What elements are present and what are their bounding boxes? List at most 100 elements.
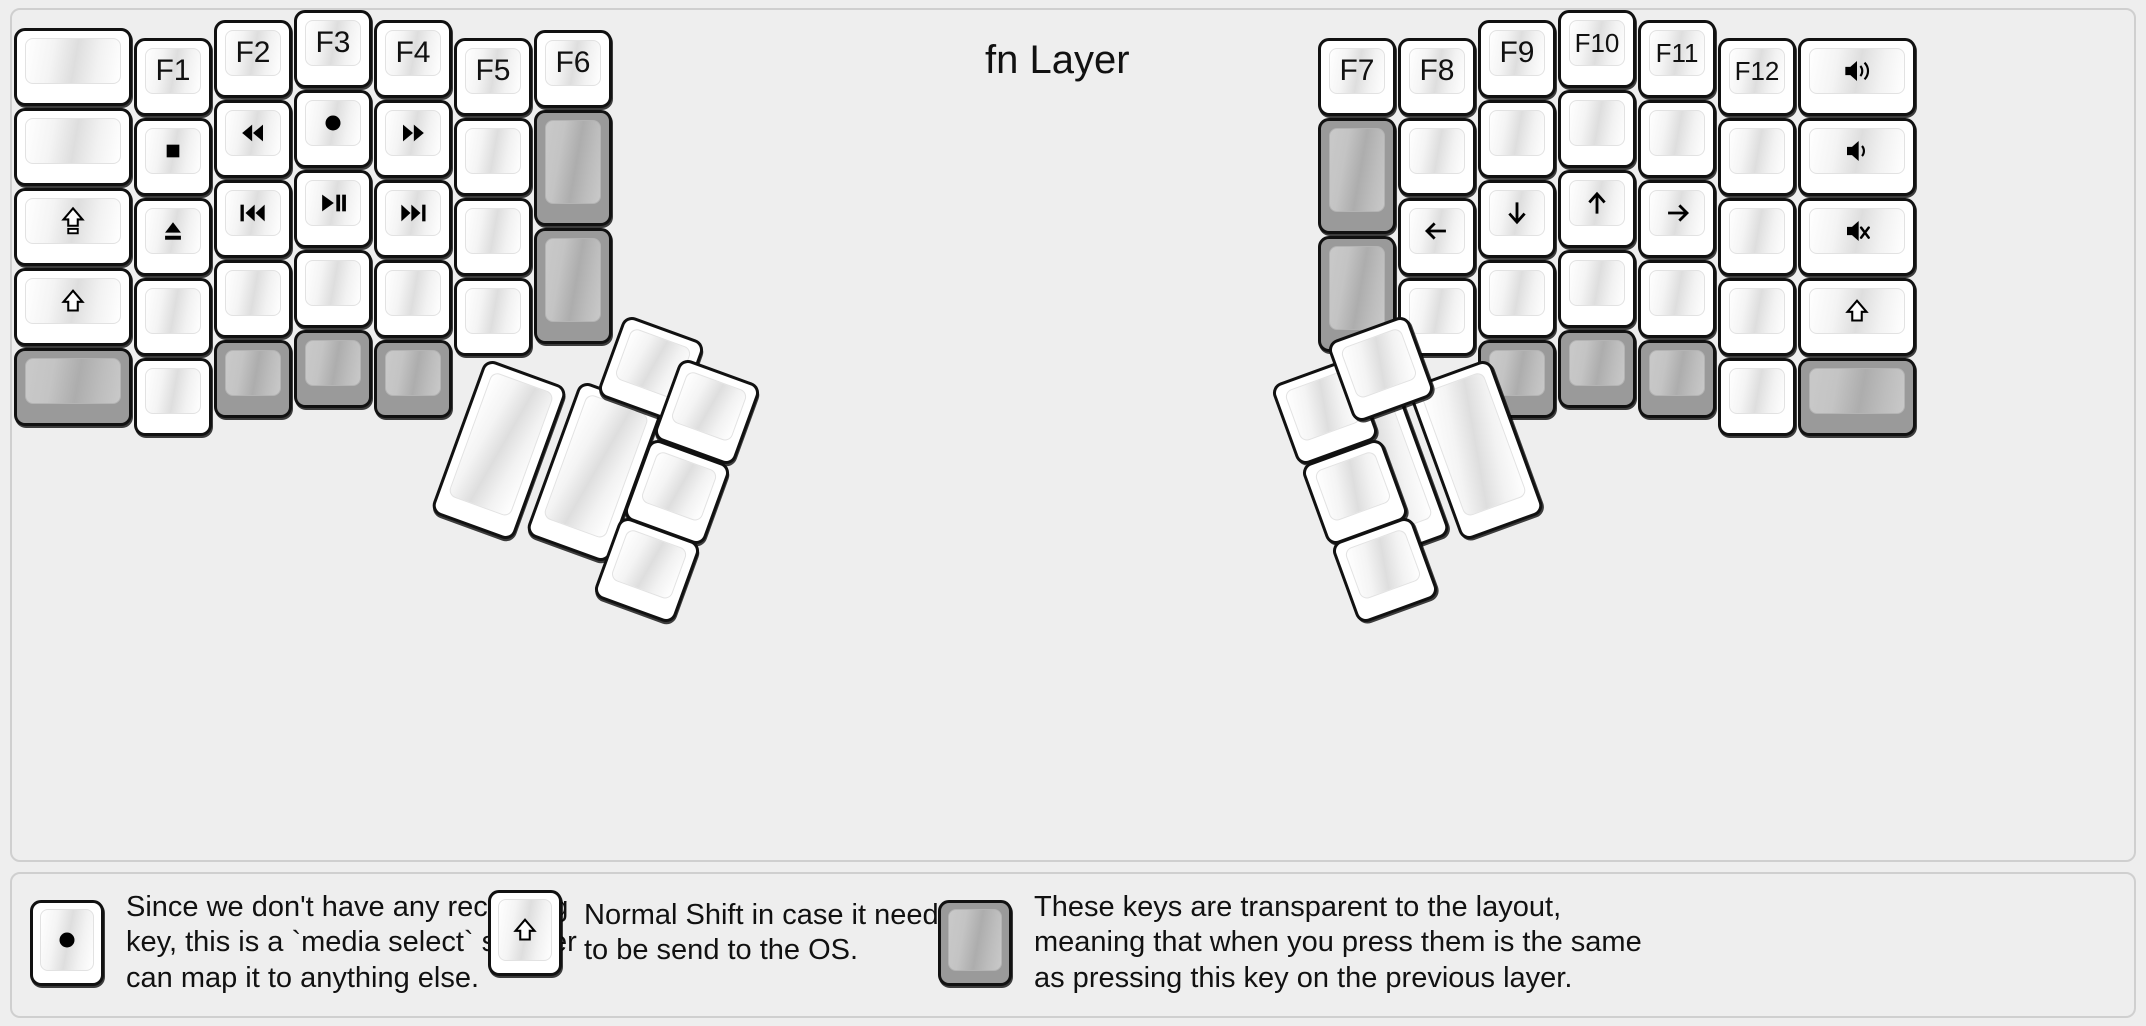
key-cap bbox=[25, 278, 121, 324]
key-right-col-outer-right-1-3[interactable] bbox=[1718, 278, 1796, 356]
key-left-col-pinky-2[interactable] bbox=[134, 198, 212, 276]
caps-lock-icon bbox=[54, 202, 92, 240]
key-cap: F11 bbox=[1649, 30, 1705, 76]
key-left-col-innermost-0[interactable]: F6 bbox=[534, 30, 612, 108]
key-right-col-middle-right-3[interactable] bbox=[1478, 260, 1556, 338]
legend-shift-text: Normal Shift in case it needs to be send… bbox=[584, 898, 954, 966]
arrow-up-icon bbox=[1577, 183, 1617, 223]
legend-shift: Normal Shift in case it needs to be send… bbox=[488, 890, 953, 976]
key-label: F1 bbox=[155, 54, 191, 87]
key-right-col-outer-right-2-3[interactable] bbox=[1798, 278, 1916, 356]
legend-transparent-key bbox=[938, 900, 1012, 987]
key-cap bbox=[225, 270, 281, 316]
key-right-col-ring-right-0[interactable]: F10 bbox=[1558, 10, 1636, 88]
key-left-col-inner-1[interactable] bbox=[454, 118, 532, 196]
key-left-col-pinky-4[interactable] bbox=[134, 358, 212, 436]
key-left-col-pinky-1[interactable] bbox=[134, 118, 212, 196]
key-cap bbox=[305, 180, 361, 226]
key-cap bbox=[1489, 270, 1545, 316]
key-left-col-middle-2[interactable] bbox=[294, 170, 372, 248]
key-left-col-middle-3[interactable] bbox=[294, 250, 372, 328]
key-right-col-middle-right-0[interactable]: F9 bbox=[1478, 20, 1556, 98]
key-right-col-outer-right-2-0[interactable] bbox=[1798, 38, 1916, 116]
key-right-col-pinky-right-3[interactable] bbox=[1638, 260, 1716, 338]
key-right-col-pinky-right-1[interactable] bbox=[1638, 100, 1716, 178]
key-right-col-outer-right-1-2[interactable] bbox=[1718, 198, 1796, 276]
key-right-col-ring-right-2[interactable] bbox=[1558, 170, 1636, 248]
key-right-col-pinky-right-4[interactable] bbox=[1638, 340, 1716, 418]
volume-down-icon bbox=[1837, 131, 1877, 171]
key-cap bbox=[1729, 368, 1785, 414]
key-cap: F3 bbox=[305, 20, 361, 66]
key-right-col-inner-right-0[interactable]: F7 bbox=[1318, 38, 1396, 116]
key-right-col-outer-right-2-2[interactable] bbox=[1798, 198, 1916, 276]
key-left-col-index-1[interactable] bbox=[374, 100, 452, 178]
key-label: F3 bbox=[315, 26, 351, 59]
key-left-col-outer-left-1[interactable] bbox=[14, 108, 132, 186]
key-left-col-index-2[interactable] bbox=[374, 180, 452, 258]
key-left-col-outer-left-3[interactable] bbox=[14, 268, 132, 346]
key-cap: F5 bbox=[465, 48, 521, 94]
shift-icon bbox=[54, 282, 92, 320]
key-left-col-middle-0[interactable]: F3 bbox=[294, 10, 372, 88]
key-cap bbox=[25, 358, 121, 404]
key-left-col-ring-3[interactable] bbox=[214, 260, 292, 338]
key-cap bbox=[385, 110, 441, 156]
arrow-down-icon bbox=[1497, 193, 1537, 233]
key-cap bbox=[1809, 368, 1905, 414]
key-cap bbox=[305, 340, 361, 386]
key-right-col-ring-right-1[interactable] bbox=[1558, 90, 1636, 168]
key-cap bbox=[385, 350, 441, 396]
key-left-col-middle-4[interactable] bbox=[294, 330, 372, 408]
legend-transparent: These keys are transparent to the layout… bbox=[938, 890, 1642, 996]
rewind-icon bbox=[233, 113, 273, 153]
key-cap bbox=[1329, 246, 1385, 330]
key-right-col-pinky-right-2[interactable] bbox=[1638, 180, 1716, 258]
key-left-col-pinky-0[interactable]: F1 bbox=[134, 38, 212, 116]
key-cap: F6 bbox=[545, 40, 601, 86]
key-left-col-innermost-2[interactable] bbox=[534, 228, 612, 344]
key-left-col-inner-2[interactable] bbox=[454, 198, 532, 276]
key-cap bbox=[1569, 180, 1625, 226]
key-right-col-middle-right-2[interactable] bbox=[1478, 180, 1556, 258]
key-right-col-outer-right-1-1[interactable] bbox=[1718, 118, 1796, 196]
key-right-col-middle-right-1[interactable] bbox=[1478, 100, 1556, 178]
key-left-col-ring-2[interactable] bbox=[214, 180, 292, 258]
key-right-col-index-right-0[interactable]: F8 bbox=[1398, 38, 1476, 116]
key-left-col-index-0[interactable]: F4 bbox=[374, 20, 452, 98]
next-track-icon bbox=[393, 193, 433, 233]
key-left-col-outer-left-0[interactable] bbox=[14, 28, 132, 106]
key-left-col-middle-1[interactable] bbox=[294, 90, 372, 168]
key-right-col-inner-right-1[interactable] bbox=[1318, 118, 1396, 234]
key-cap bbox=[1409, 288, 1465, 334]
page-title: fn Layer bbox=[985, 38, 1130, 82]
key-left-col-innermost-1[interactable] bbox=[534, 110, 612, 226]
key-left-col-inner-3[interactable] bbox=[454, 278, 532, 356]
key-left-col-inner-0[interactable]: F5 bbox=[454, 38, 532, 116]
key-right-col-outer-right-1-4[interactable] bbox=[1718, 358, 1796, 436]
key-left-col-pinky-3[interactable] bbox=[134, 278, 212, 356]
key-cap bbox=[25, 198, 121, 244]
key-left-col-outer-left-2[interactable] bbox=[14, 188, 132, 266]
key-right-col-pinky-right-0[interactable]: F11 bbox=[1638, 20, 1716, 98]
key-cap bbox=[25, 118, 121, 164]
key-label: F9 bbox=[1499, 36, 1535, 69]
key-right-col-ring-right-4[interactable] bbox=[1558, 330, 1636, 408]
key-left-col-ring-0[interactable]: F2 bbox=[214, 20, 292, 98]
key-left-col-index-4[interactable] bbox=[374, 340, 452, 418]
key-right-col-outer-right-2-4[interactable] bbox=[1798, 358, 1916, 436]
key-label: F4 bbox=[395, 36, 431, 69]
key-left-col-outer-left-4[interactable] bbox=[14, 348, 132, 426]
key-left-col-index-3[interactable] bbox=[374, 260, 452, 338]
key-left-col-ring-4[interactable] bbox=[214, 340, 292, 418]
key-right-col-outer-right-1-0[interactable]: F12 bbox=[1718, 38, 1796, 116]
key-cap bbox=[1569, 260, 1625, 306]
key-right-col-outer-right-2-1[interactable] bbox=[1798, 118, 1916, 196]
fast-forward-icon bbox=[393, 113, 433, 153]
prev-track-icon bbox=[233, 193, 273, 233]
key-right-col-index-right-1[interactable] bbox=[1398, 118, 1476, 196]
key-cap bbox=[1729, 288, 1785, 334]
key-right-col-index-right-2[interactable] bbox=[1398, 198, 1476, 276]
key-right-col-ring-right-3[interactable] bbox=[1558, 250, 1636, 328]
key-left-col-ring-1[interactable] bbox=[214, 100, 292, 178]
